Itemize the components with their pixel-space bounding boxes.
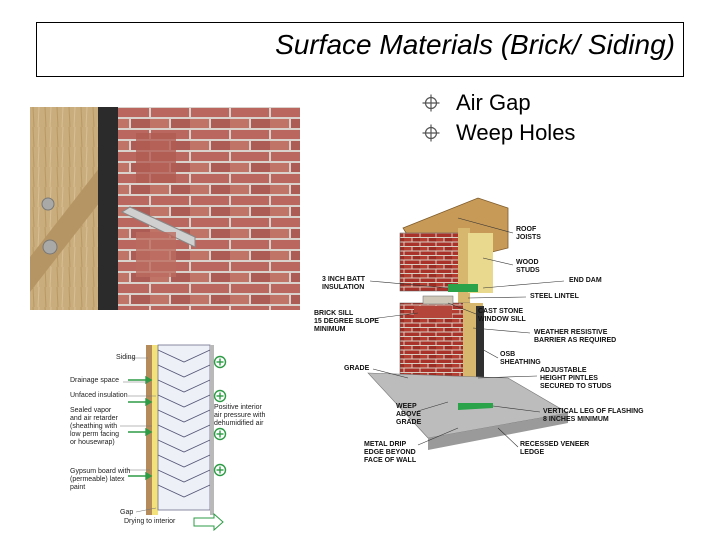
sealed-vapor-label: or housewrap) [70,439,115,446]
title-box: Surface Materials (Brick/ Siding) [36,22,684,77]
slide-title: Surface Materials (Brick/ Siding) [275,29,675,60]
brick-veneer-flashing-diagram: ROOF JOISTS WOOD STUDS END DAM 3 INCH BA… [308,188,718,478]
gap-label: Gap [120,509,134,516]
gypsum-board-label: Gypsum board with [70,468,131,475]
vertical-leg-label: VERTICAL LEG OF FLASHING 8 INCHES MINIMU… [543,408,644,423]
gypsum-board-label: (permeable) latex [70,476,125,483]
drying-to-interior-label: Drying to interior [124,518,176,525]
brick-air-gap-photo [30,107,300,310]
flashing-drawing [367,197,569,450]
end-dam-label: END DAM [569,277,602,284]
metal-drip-edge-label: METAL DRIP EDGE BEYOND FACE OF WALL [364,441,417,464]
wall-section-drawing [120,344,227,532]
gypsum-board-label: paint [70,484,86,491]
crosshair-bullet-icon [422,94,440,112]
cast-stone-sill-label: CAST STONE WINDOW SILL [478,308,526,323]
siding-label: Siding [116,354,136,361]
bullet-item: Weep Holes [422,118,575,148]
pintles-label: ADJUSTABLE HEIGHT PINTLES SECURED TO STU… [540,367,612,390]
sealed-vapor-label: Sealed vapor [70,407,112,414]
bullet-item: Air Gap [422,88,575,118]
bullet-text: Air Gap [456,90,531,115]
grade-label: GRADE [344,365,370,372]
batt-insulation-label: 3 INCH BATT INSULATION [322,276,366,291]
osb-sheathing-label: OSB SHEATHING [500,351,541,366]
drainage-space-label: Drainage space [70,377,120,384]
sealed-vapor-label: (sheathing with [70,423,118,430]
crosshair-bullet-icon [422,124,440,142]
recessed-veneer-ledge-label: RECESSED VENEER LEDGE [520,441,590,456]
roof-joists-label: ROOF JOISTS [516,226,541,241]
unfaced-insulation-label: Unfaced insulation [70,392,128,399]
brick-sill-label: BRICK SILL 15 DEGREE SLOPE MINIMUM [314,310,379,333]
wall-section-diagram: Siding Drainage space Unfaced insulation… [28,340,318,540]
positive-pressure-label: dehumidified air [214,420,264,427]
bullet-list: Air Gap Weep Holes [422,88,575,148]
sealed-vapor-label: and air retarder [70,415,118,422]
weep-above-grade-label: WEEP ABOVE GRADE [396,403,422,426]
positive-pressure-label: air pressure with [214,412,266,419]
weather-barrier-label: WEATHER RESISTIVE BARRIER AS REQUIRED [534,329,617,344]
steel-lintel-label: STEEL LINTEL [530,293,579,300]
bullet-text: Weep Holes [456,120,576,145]
sealed-vapor-label: low perm facing [70,431,120,438]
positive-pressure-label: Positive interior [214,404,262,411]
wood-studs-label: WOOD STUDS [516,259,540,274]
